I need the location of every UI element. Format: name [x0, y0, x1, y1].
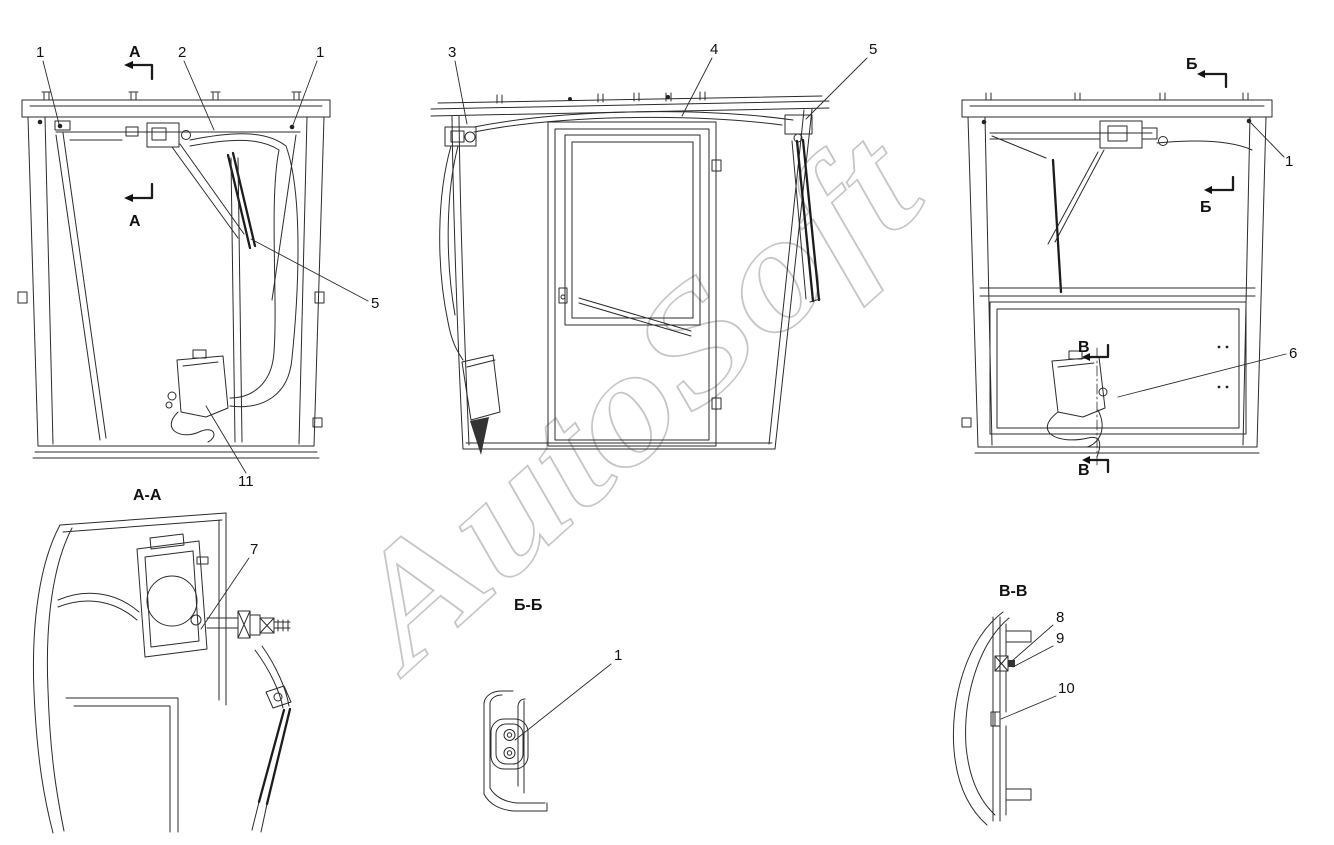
callout-5: 5 — [371, 295, 379, 312]
callout-1: 1 — [1285, 153, 1293, 170]
callout-4: 4 — [710, 41, 718, 58]
section-vv-drawing — [952, 611, 1032, 826]
callout-3: 3 — [448, 44, 456, 61]
section-mark-b: Б — [1186, 56, 1198, 73]
side-view-drawing — [430, 91, 830, 455]
section-bb-callouts: Б-Б 1 — [514, 597, 622, 741]
section-vv-callouts: В-В 8 9 10 — [999, 583, 1075, 720]
section-aa-drawing — [32, 512, 292, 834]
section-bb-drawing — [483, 690, 548, 812]
rear-view-callouts: Б 1 Б В 6 В — [1078, 56, 1297, 479]
section-mark-b: Б — [1200, 199, 1212, 216]
callout-6: 6 — [1289, 345, 1297, 362]
callout-11: 11 — [238, 473, 254, 490]
section-vv-title: В-В — [999, 583, 1027, 600]
front-view-drawing — [17, 91, 331, 459]
callout-7: 7 — [250, 541, 258, 558]
callout-2: 2 — [178, 44, 186, 61]
section-aa-title: А-А — [133, 487, 162, 504]
section-mark-v: В — [1078, 339, 1090, 356]
watermark: AutoSoft — [303, 93, 956, 706]
callout-9: 9 — [1056, 630, 1064, 647]
callout-1: 1 — [614, 647, 622, 664]
callout-8: 8 — [1056, 609, 1064, 626]
section-mark-a: А — [129, 44, 141, 61]
section-bb-title: Б-Б — [514, 597, 542, 614]
watermark-text: AutoSoft — [304, 94, 955, 705]
callout-1: 1 — [316, 44, 324, 61]
callout-1: 1 — [36, 44, 44, 61]
front-view-callouts: 1 А 2 1 А 5 11 — [36, 44, 379, 490]
section-mark-a: А — [129, 213, 141, 230]
rear-view-drawing — [961, 92, 1273, 466]
section-mark-v: В — [1078, 462, 1090, 479]
callout-5: 5 — [869, 41, 877, 58]
section-aa-callouts: А-А 7 — [133, 487, 258, 630]
side-view-callouts: 3 4 5 — [448, 41, 877, 125]
callout-10: 10 — [1058, 680, 1075, 697]
